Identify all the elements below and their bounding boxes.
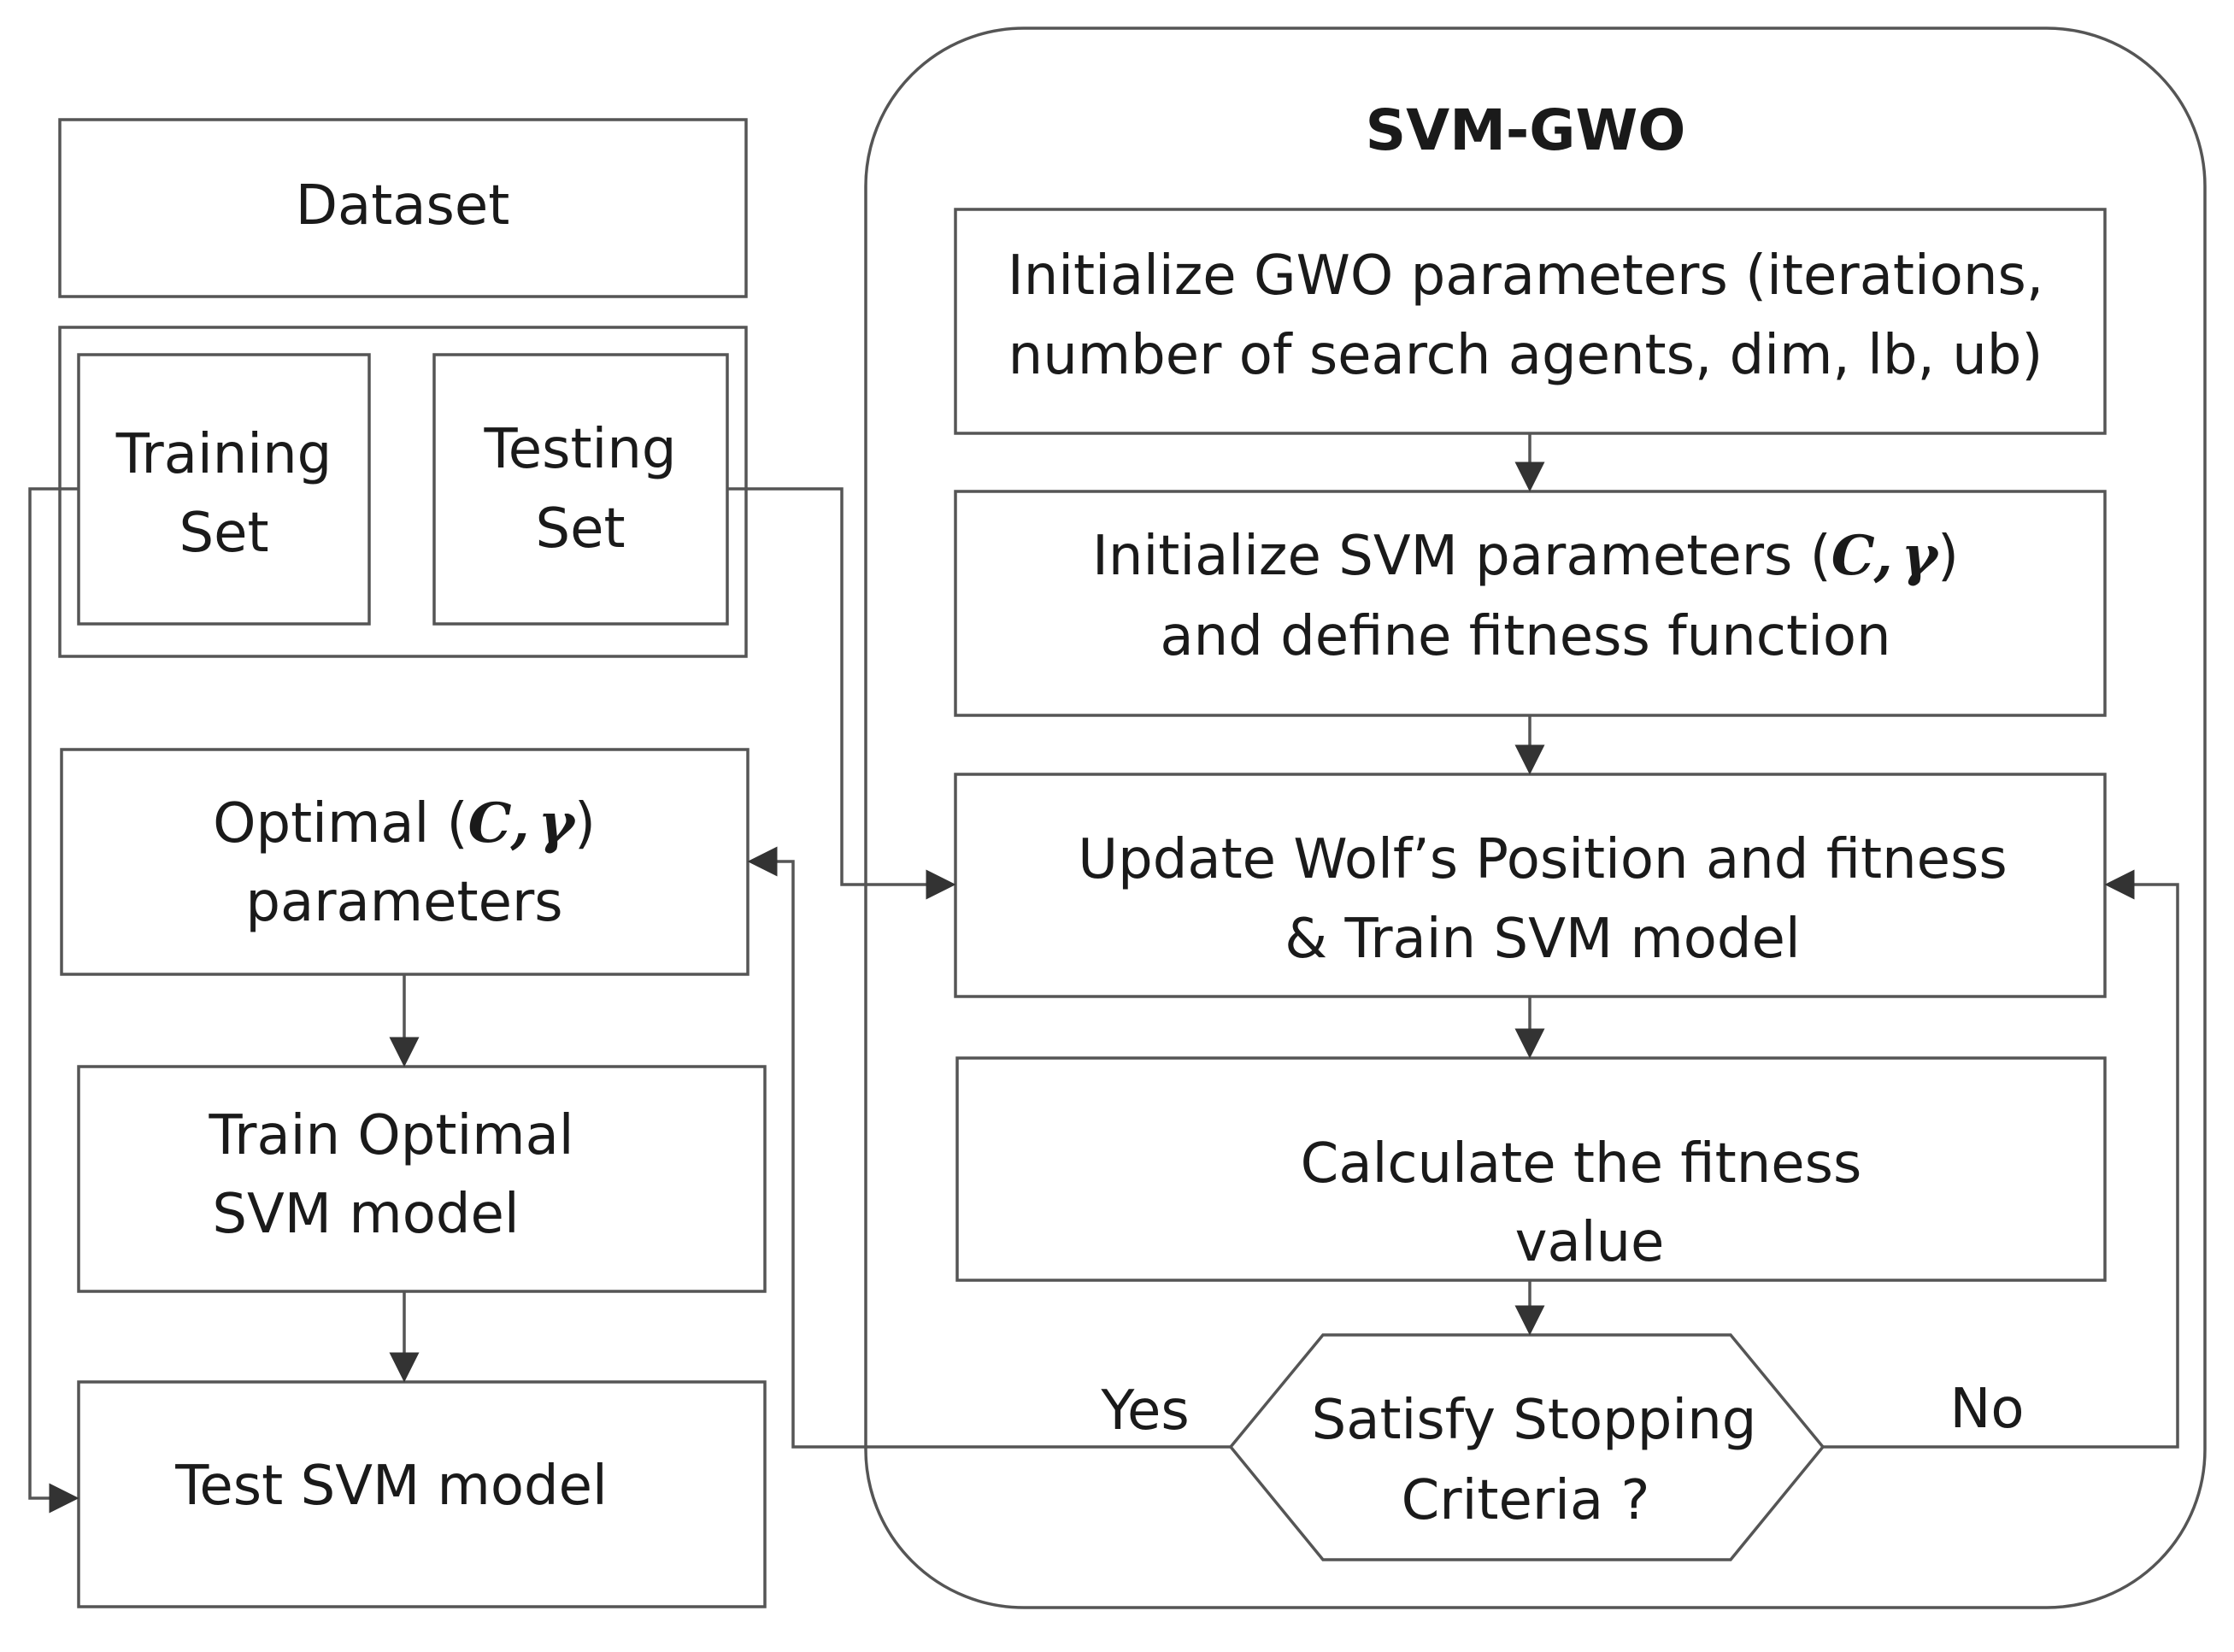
- test-svm-model-box: [77, 1380, 767, 1608]
- stopping-criteria-line1: Satisfy Stopping: [1312, 1389, 1757, 1452]
- testing-set-box: [432, 353, 729, 626]
- init-svm-line1: Initialize SVM parameters (C,γ): [1092, 524, 1959, 588]
- calculate-fitness-line1: Calculate the fitness: [1301, 1132, 1862, 1196]
- train-optimal-svm-box: [77, 1065, 767, 1293]
- update-wolf-line2: & Train SVM model: [1285, 908, 1800, 971]
- edge-label-yes: Yes: [1100, 1379, 1189, 1443]
- calculate-fitness-line2: value: [1515, 1211, 1665, 1274]
- training-set-line2: Set: [179, 502, 268, 565]
- init-svm-box: [954, 490, 2107, 717]
- init-gwo-box: [954, 208, 2107, 435]
- optimal-parameters-box: [60, 748, 750, 976]
- optimal-parameters-line2: parameters: [245, 871, 562, 934]
- init-svm-line2: and define fitness function: [1160, 605, 1890, 668]
- training-set-box: [77, 353, 371, 626]
- arrow-training-set-to-test-model: [28, 487, 79, 1514]
- test-svm-model-label: Test SVM model: [174, 1455, 608, 1518]
- init-gwo-line2: number of search agents, dim, lb, ub): [1008, 324, 2043, 387]
- arrow-yes-to-optimal-parameters: [747, 846, 1231, 1449]
- testing-set-line1: Testing: [484, 418, 677, 481]
- training-set-line1: Training: [115, 423, 332, 486]
- edge-label-no: No: [1949, 1378, 2024, 1441]
- stopping-criteria-line2: Criteria ?: [1402, 1469, 1650, 1532]
- dataset-box: [58, 118, 748, 298]
- dataset-label: Dataset: [296, 174, 510, 238]
- svm-gwo-title: SVM-GWO: [1366, 97, 1686, 163]
- testing-set-line2: Set: [535, 497, 625, 561]
- arrow-testing-set-to-update-wolf: [727, 487, 956, 900]
- train-optimal-svm-line1: Train Optimal: [208, 1104, 573, 1167]
- arrow-no-loop-to-update-wolf: [1823, 869, 2179, 1449]
- train-optimal-svm-line2: SVM model: [212, 1183, 519, 1246]
- optimal-parameters-line1: Optimal (C,γ): [213, 791, 596, 855]
- update-wolf-line1: Update Wolf’s Position and fitness: [1078, 828, 2007, 891]
- init-gwo-line1: Initialize GWO parameters (iterations,: [1008, 244, 2043, 308]
